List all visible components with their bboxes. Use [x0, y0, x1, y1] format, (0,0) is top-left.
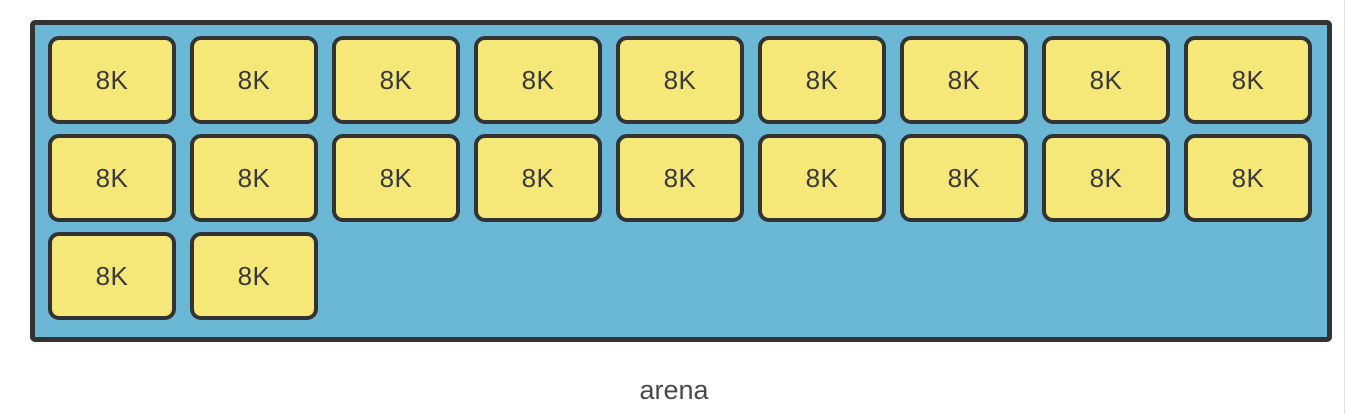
memory-block-label: 8K: [947, 65, 981, 95]
arena-caption: arena: [639, 375, 709, 405]
memory-block[interactable]: 8K: [474, 134, 602, 222]
memory-block-label: 8K: [1089, 163, 1123, 193]
memory-block-label: 8K: [947, 163, 981, 193]
memory-block[interactable]: 8K: [332, 134, 460, 222]
memory-block[interactable]: 8K: [332, 36, 460, 124]
page-edge-divider: [1344, 0, 1345, 414]
memory-block-label: 8K: [95, 163, 129, 193]
memory-block-label: 8K: [1089, 65, 1123, 95]
memory-block-label: 8K: [237, 65, 271, 95]
memory-block[interactable]: 8K: [616, 36, 744, 124]
memory-block[interactable]: 8K: [474, 36, 602, 124]
arena-container: 8K 8K 8K 8K 8K 8K 8K 8K 8K 8K 8K 8K 8K 8K 8K 8K 8K 8K 8K 8K: [30, 20, 1332, 342]
memory-block-label: 8K: [237, 163, 271, 193]
memory-block-label: 8K: [663, 65, 697, 95]
arena-block-grid: 8K 8K 8K 8K 8K 8K 8K 8K 8K 8K 8K 8K 8K 8K 8K 8K 8K 8K 8K 8K: [41, 31, 1331, 337]
memory-block[interactable]: 8K: [1042, 36, 1170, 124]
memory-block-label: 8K: [379, 163, 413, 193]
memory-block[interactable]: 8K: [1184, 36, 1312, 124]
memory-block-label: 8K: [95, 261, 129, 291]
memory-block-label: 8K: [663, 163, 697, 193]
memory-block-label: 8K: [521, 65, 555, 95]
memory-block[interactable]: 8K: [190, 36, 318, 124]
memory-block[interactable]: 8K: [758, 134, 886, 222]
memory-block[interactable]: 8K: [900, 134, 1028, 222]
memory-block[interactable]: 8K: [1184, 134, 1312, 222]
memory-block[interactable]: 8K: [900, 36, 1028, 124]
memory-block[interactable]: 8K: [190, 134, 318, 222]
memory-block[interactable]: 8K: [48, 134, 176, 222]
memory-block[interactable]: 8K: [616, 134, 744, 222]
memory-block-label: 8K: [805, 65, 839, 95]
memory-block-label: 8K: [521, 163, 555, 193]
memory-block-label: 8K: [95, 65, 129, 95]
memory-block[interactable]: 8K: [48, 232, 176, 320]
memory-block-label: 8K: [237, 261, 271, 291]
memory-block-label: 8K: [1231, 163, 1265, 193]
memory-block[interactable]: 8K: [48, 36, 176, 124]
memory-block-label: 8K: [379, 65, 413, 95]
memory-block[interactable]: 8K: [190, 232, 318, 320]
memory-block-label: 8K: [1231, 65, 1265, 95]
memory-block[interactable]: 8K: [1042, 134, 1170, 222]
memory-block[interactable]: 8K: [758, 36, 886, 124]
memory-block-label: 8K: [805, 163, 839, 193]
